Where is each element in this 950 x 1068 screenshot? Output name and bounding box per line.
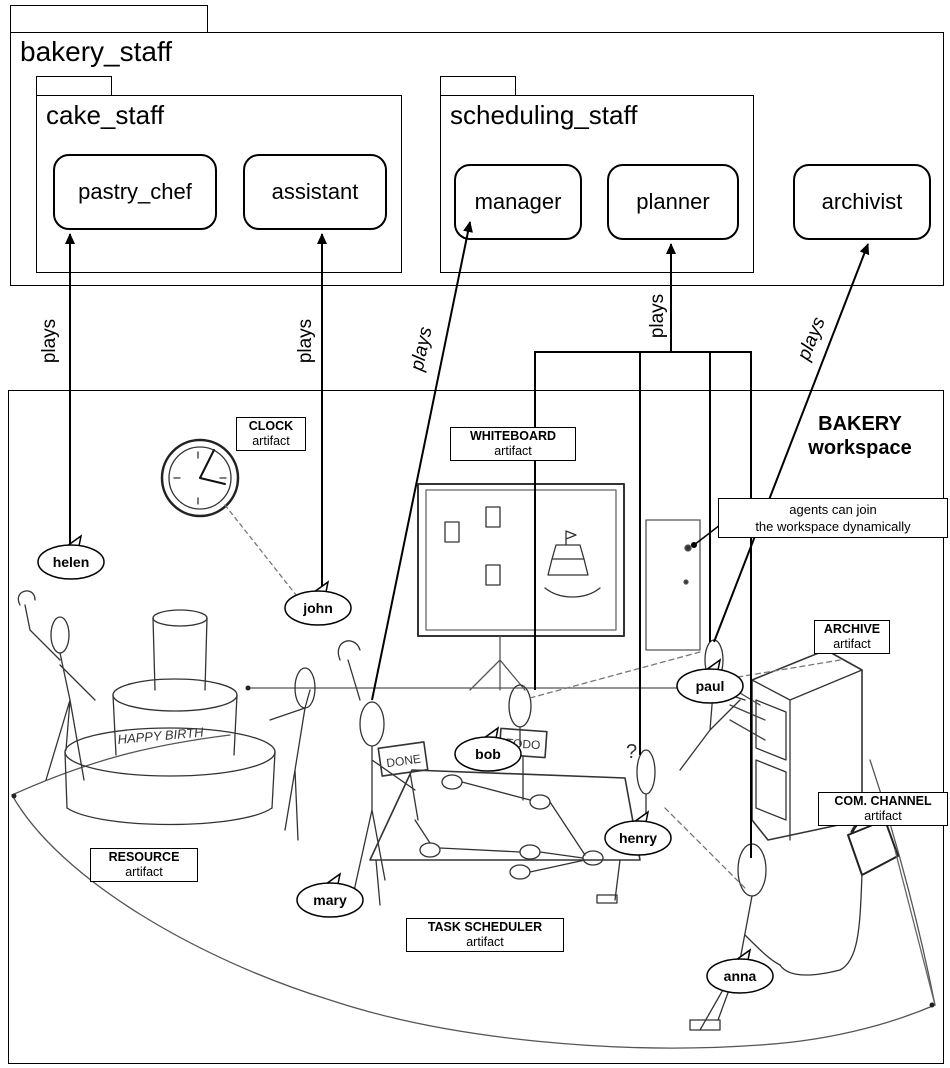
agent-mary-name: mary xyxy=(296,882,364,918)
door-sketch xyxy=(646,520,700,650)
dashed-link xyxy=(665,808,745,888)
com-channel-artifact-kind: artifact xyxy=(864,809,902,823)
archive-artifact-name: ARCHIVE xyxy=(819,622,885,637)
whiteboard-artifact-name: WHITEBOARD xyxy=(455,429,571,444)
agent-paul-name: paul xyxy=(676,668,744,704)
workspace-name: BAKERY xyxy=(790,412,930,436)
com-channel-artifact-label: COM. CHANNEL artifact xyxy=(818,792,948,826)
agent-paul: paul xyxy=(676,668,744,704)
helen-figure xyxy=(18,591,95,780)
plays-label-john: plays xyxy=(295,319,317,363)
paul-figure xyxy=(680,640,745,770)
agent-bob: bob xyxy=(454,736,522,772)
agent-henry-name: henry xyxy=(604,820,672,856)
whiteboard-artifact-kind: artifact xyxy=(494,444,532,458)
note-line-2: the workspace dynamically xyxy=(723,518,943,535)
dynamic-join-note: agents can join the workspace dynamicall… xyxy=(718,498,948,538)
workspace-kind: workspace xyxy=(790,436,930,460)
clock-artifact-name: CLOCK xyxy=(241,419,301,434)
archive-artifact-label: ARCHIVE artifact xyxy=(814,620,890,654)
mary-plays-arrow xyxy=(372,222,470,700)
anna-figure xyxy=(690,844,766,1030)
resource-artifact-kind: artifact xyxy=(125,865,163,879)
agent-anna: anna xyxy=(706,958,774,994)
plays-label-helen: plays xyxy=(39,319,61,363)
task-scheduler-sketch xyxy=(370,770,640,905)
dashed-link xyxy=(530,652,700,698)
archive-artifact-kind: artifact xyxy=(833,637,871,651)
done-flag-label: DONE xyxy=(385,752,421,771)
agent-helen-name: helen xyxy=(37,544,105,580)
henry-figure xyxy=(637,750,655,820)
clock-artifact-kind: artifact xyxy=(252,434,290,448)
agent-henry: henry xyxy=(604,820,672,856)
plays-label-planner: plays xyxy=(647,294,669,338)
note-line-1: agents can join xyxy=(723,501,943,518)
clock-sketch xyxy=(162,440,300,600)
workspace-title: BAKERY workspace xyxy=(790,412,930,460)
com-channel-artifact-name: COM. CHANNEL xyxy=(823,794,943,809)
whiteboard-artifact-label: WHITEBOARD artifact xyxy=(450,427,576,461)
agent-mary: mary xyxy=(296,882,364,918)
agent-anna-name: anna xyxy=(706,958,774,994)
resource-artifact-name: RESOURCE xyxy=(95,850,193,865)
task-scheduler-artifact-kind: artifact xyxy=(466,935,504,949)
note-connector xyxy=(694,525,720,545)
cake-writing: HAPPY BIRTH xyxy=(117,724,205,747)
task-scheduler-artifact-name: TASK SCHEDULER xyxy=(411,920,559,935)
whiteboard-sketch xyxy=(418,484,624,690)
agent-john: john xyxy=(284,590,352,626)
john-figure xyxy=(270,668,315,840)
henry-question-mark: ? xyxy=(626,741,637,763)
resource-artifact-label: RESOURCE artifact xyxy=(90,848,198,882)
agent-helen: helen xyxy=(37,544,105,580)
clock-artifact-label: CLOCK artifact xyxy=(236,417,306,451)
agent-john-name: john xyxy=(284,590,352,626)
cake-sketch xyxy=(65,610,275,825)
task-scheduler-artifact-label: TASK SCHEDULER artifact xyxy=(406,918,564,952)
agent-bob-name: bob xyxy=(454,736,522,772)
